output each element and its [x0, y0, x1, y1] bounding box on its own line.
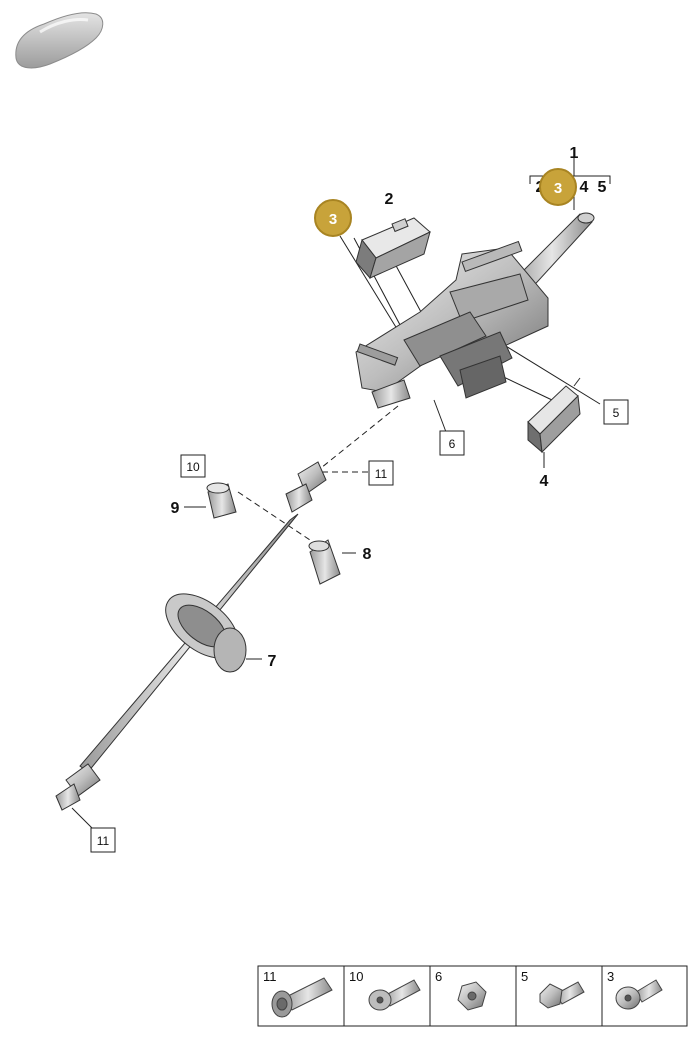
legend-cell-3[interactable]: 3 [607, 969, 663, 1010]
boxed-labels: 5 6 10 11 11 [90, 399, 629, 853]
svg-text:10: 10 [186, 460, 200, 474]
sleeve-part-9 [206, 482, 237, 519]
boxed-label-10: 10 [180, 454, 206, 478]
boxed-label-11-lower: 11 [90, 827, 116, 853]
leader-line [71, 807, 93, 829]
leader-line [315, 405, 399, 473]
flange-bolt-icon [368, 979, 421, 1011]
label-part-1: 1 [570, 145, 579, 162]
label-part-2: 2 [385, 191, 394, 208]
control-unit [527, 377, 581, 454]
screw-with-collar-icon [271, 977, 333, 1018]
short-bolt-icon [539, 981, 585, 1009]
boxed-label-6: 6 [439, 430, 465, 456]
fastener-legend: 11 10 6 5 [257, 965, 688, 1027]
leader-lines [71, 150, 611, 829]
boxed-label-5: 5 [603, 399, 629, 425]
boxed-label-11-upper: 11 [368, 460, 394, 486]
legend-cell-6[interactable]: 6 [435, 969, 487, 1011]
svg-text:3: 3 [554, 180, 562, 197]
leader-line [495, 339, 601, 405]
round-head-bolt-icon [615, 979, 663, 1010]
hex-nut-icon [457, 981, 487, 1011]
svg-text:5: 5 [613, 406, 620, 420]
label-part-4: 4 [540, 473, 549, 490]
label-part-7: 7 [268, 653, 277, 670]
bracket-label-5: 5 [598, 179, 607, 196]
part-labels: 1 2 4 7 8 9 2 4 5 [171, 145, 607, 670]
svg-text:11: 11 [97, 834, 110, 848]
svg-text:11: 11 [263, 969, 277, 984]
callout-badge-left[interactable]: 3 [314, 199, 352, 237]
bearing-bush [165, 593, 247, 673]
label-part-8: 8 [363, 546, 372, 563]
svg-text:3: 3 [329, 211, 337, 228]
label-part-9: 9 [171, 500, 180, 517]
svg-text:10: 10 [349, 969, 363, 984]
svg-text:5: 5 [521, 969, 528, 984]
vehicle-thumbnail [15, 12, 104, 69]
svg-text:3: 3 [607, 969, 614, 984]
svg-text:6: 6 [435, 969, 442, 984]
callout-badge-top[interactable]: 3 [539, 168, 577, 206]
bracket-label-4: 4 [580, 179, 589, 196]
steering-column-assembly [355, 212, 595, 409]
switch-module [355, 217, 431, 280]
svg-text:6: 6 [449, 437, 456, 451]
pin [573, 377, 581, 387]
leader-line [237, 491, 323, 549]
legend-cell-11[interactable]: 11 [263, 969, 333, 1018]
sleeve-part-8 [308, 539, 341, 585]
legend-cell-10[interactable]: 10 [349, 969, 421, 1011]
legend-cell-5[interactable]: 5 [521, 969, 585, 1009]
svg-text:11: 11 [375, 467, 388, 481]
leader-line [433, 399, 447, 433]
